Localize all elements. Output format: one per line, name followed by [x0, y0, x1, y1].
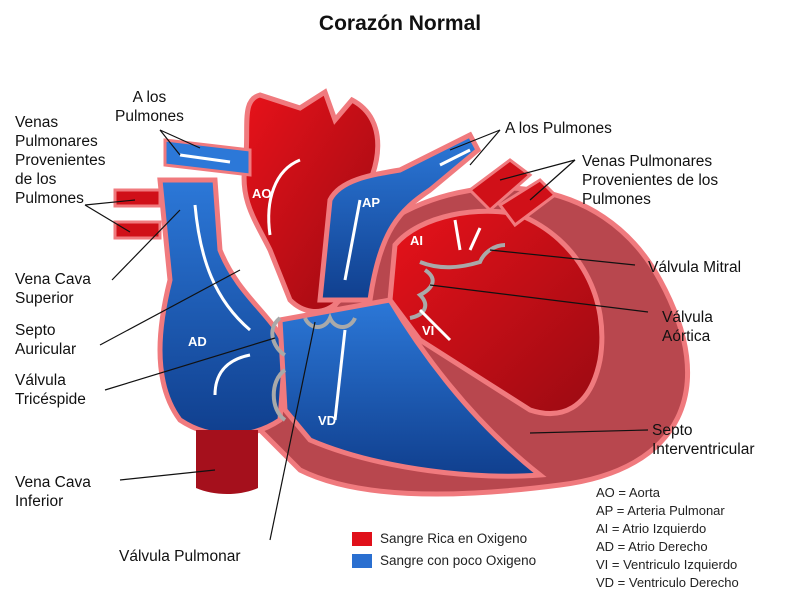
- aortic-valve: [409, 268, 435, 320]
- legend-swatch: [352, 531, 372, 546]
- label-valvula-aortica: Válvula Aórtica: [662, 309, 713, 345]
- abbreviation-vi: VI = Ventriculo Izquierdo: [596, 557, 738, 572]
- abbreviation-vd: VD = Ventriculo Derecho: [596, 575, 739, 590]
- chamber-label-ad: AD: [188, 334, 207, 349]
- abbreviation-ao: AO = Aorta: [596, 485, 660, 500]
- legend-label: Sangre Rica en Oxigeno: [380, 531, 528, 546]
- diagram-title: Corazón Normal: [318, 12, 482, 35]
- legend-swatch: [352, 553, 372, 568]
- legend-item-oxygen-poor: Sangre con poco Oxigeno: [352, 553, 536, 568]
- label-valvula-tricuspide: Válvula Tricéspide: [15, 372, 86, 408]
- chamber-label-vi: VI: [422, 323, 435, 338]
- abbreviation-ap: AP = Arteria Pulmonar: [596, 503, 725, 518]
- label-vena-cava-inferior: Vena Cava Inferior: [15, 474, 91, 510]
- pulmonary-vein-right: [467, 158, 533, 213]
- chamber-label-vd: VD: [318, 413, 337, 428]
- label-a-los-pulmones-right: A los Pulmones: [505, 120, 612, 137]
- legend-item-oxygen-rich: Sangre Rica en Oxigeno: [352, 531, 527, 546]
- pulmonary-valve: [303, 312, 357, 329]
- label-septo-auricular: Septo Auricular: [15, 322, 77, 358]
- left-heart: [387, 208, 605, 416]
- inferior-vena-cava: [196, 430, 258, 494]
- label-venas-pulmonares-left: Venas Pulmonares Provenientes de los Pul…: [15, 114, 106, 207]
- label-venas-pulmonares-right: Venas Pulmonares Provenientes de los Pul…: [582, 153, 719, 208]
- pulmonary-vein-right-2: [497, 178, 558, 228]
- pulmonary-vein-left-1: [113, 188, 162, 208]
- chamber-label-ao: AO: [252, 186, 272, 201]
- label-valvula-mitral: Válvula Mitral: [648, 259, 742, 276]
- mitral-valve: [419, 243, 506, 270]
- label-vena-cava-superior: Vena Cava Superior: [15, 271, 91, 307]
- pulmonary-artery: [317, 131, 482, 303]
- right-ventricle: [277, 297, 547, 479]
- abbreviation-ad: AD = Atrio Derecho: [596, 539, 708, 554]
- label-septo-interventricular: Septo Interventricular: [652, 422, 755, 458]
- pulmonary-vein-left-2: [113, 220, 162, 240]
- chamber-label-ai: AI: [410, 233, 423, 248]
- chamber-label-ap: AP: [362, 195, 381, 210]
- legend-label: Sangre con poco Oxigeno: [380, 553, 537, 568]
- abbreviation-ai: AI = Atrio Izquierdo: [596, 521, 707, 536]
- label-valvula-pulmonar: Válvula Pulmonar: [119, 548, 241, 565]
- label-a-los-pulmones-left: A los Pulmones: [115, 89, 184, 125]
